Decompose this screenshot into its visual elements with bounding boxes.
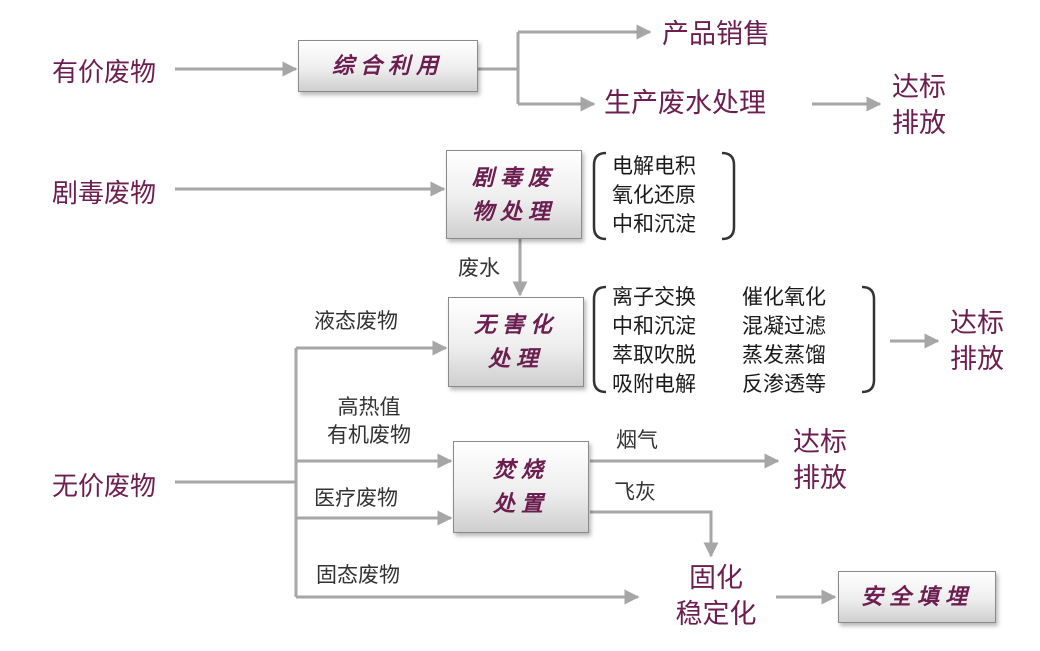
bracket-harmless-left xyxy=(592,285,607,394)
harmless-method-item: 混凝过滤 xyxy=(742,314,826,338)
box-toxic-treatment: 剧毒废 物处理 xyxy=(446,150,582,239)
label-high-heat-organic-line-1: 高热值 xyxy=(337,395,401,419)
box-safe-landfill: 安全填埋 xyxy=(838,571,996,623)
box-harmless-line-2: 处理 xyxy=(487,346,544,372)
box-harmless-line-1: 无害化 xyxy=(473,312,558,338)
box-toxic-treatment-line-1: 剧毒废 xyxy=(471,164,556,191)
label-high-heat-organic-line-2: 有机废物 xyxy=(327,423,411,447)
output-discharge-1-line-2: 排放 xyxy=(892,108,946,139)
bracket-toxic-right xyxy=(721,151,736,241)
source-worthless-waste: 无价废物 xyxy=(52,472,157,502)
harmless-method-item: 萃取吹脱 xyxy=(612,343,696,367)
output-wastewater-treatment: 生产废水处理 xyxy=(604,88,766,119)
output-solidify-line-2: 稳定化 xyxy=(675,599,757,630)
harmless-methods-left: 离子交换 中和沉淀 萃取吹脱 吸附电解 xyxy=(612,283,696,399)
harmless-method-item: 催化氧化 xyxy=(742,285,826,309)
output-discharge-3-line-1: 达标 xyxy=(793,427,847,458)
toxic-method-item: 电解电积 xyxy=(612,154,696,178)
output-discharge-1: 达标 排放 xyxy=(892,70,946,142)
label-flue-gas: 烟气 xyxy=(616,428,658,452)
box-harmless-treatment: 无害化 处理 xyxy=(448,297,584,387)
output-solidify: 固化 稳定化 xyxy=(662,561,770,633)
label-medical-waste: 医疗废物 xyxy=(314,486,398,510)
output-discharge-3: 达标 排放 xyxy=(793,425,847,497)
arrow-fly-ash-to-solidify xyxy=(590,510,719,558)
harmless-method-item: 吸附电解 xyxy=(612,372,696,396)
harmless-method-item: 反渗透等 xyxy=(742,372,826,396)
bracket-toxic-left xyxy=(592,151,607,241)
toxic-method-item: 中和沉淀 xyxy=(612,212,696,236)
output-discharge-1-line-1: 达标 xyxy=(892,72,946,103)
label-high-heat-organic: 高热值 有机废物 xyxy=(310,393,428,449)
box-incineration: 焚烧 处置 xyxy=(453,441,589,533)
output-discharge-2-line-2: 排放 xyxy=(950,344,1004,375)
output-product-sales: 产品销售 xyxy=(662,19,770,50)
label-fly-ash: 飞灰 xyxy=(614,480,656,504)
box-safe-landfill-label: 安全填埋 xyxy=(860,584,973,610)
harmless-method-item: 中和沉淀 xyxy=(612,314,696,338)
label-solid-waste: 固态废物 xyxy=(316,563,400,587)
label-liquid-waste: 液态废物 xyxy=(314,309,398,333)
output-discharge-2: 达标 排放 xyxy=(950,306,1004,378)
harmless-methods-right: 催化氧化 混凝过滤 蒸发蒸馏 反渗透等 xyxy=(742,283,826,399)
label-wastewater: 废水 xyxy=(458,256,500,280)
toxic-methods-list: 电解电积 氧化还原 中和沉淀 xyxy=(612,152,696,239)
output-discharge-3-line-2: 排放 xyxy=(793,463,847,494)
toxic-method-item: 氧化还原 xyxy=(612,183,696,207)
box-comprehensive-use-label: 综合利用 xyxy=(331,53,444,79)
box-incineration-line-2: 处置 xyxy=(492,491,549,517)
box-incineration-line-1: 焚烧 xyxy=(492,457,549,483)
box-toxic-treatment-line-2: 物处理 xyxy=(471,198,556,225)
harmless-method-item: 蒸发蒸馏 xyxy=(742,343,826,367)
box-comprehensive-use: 综合利用 xyxy=(298,40,478,92)
source-toxic-waste: 剧毒废物 xyxy=(52,179,157,209)
bracket-harmless-right xyxy=(861,285,876,394)
output-discharge-2-line-1: 达标 xyxy=(950,308,1004,339)
source-valuable-waste: 有价废物 xyxy=(52,58,157,88)
output-solidify-line-1: 固化 xyxy=(689,563,743,594)
harmless-method-item: 离子交换 xyxy=(612,285,696,309)
